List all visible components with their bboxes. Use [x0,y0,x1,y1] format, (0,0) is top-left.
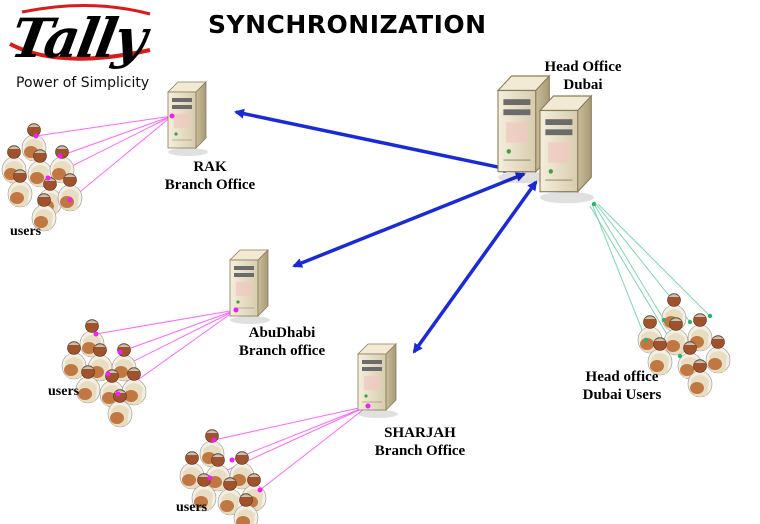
abudhabi-label-line1: AbuDhabi [248,325,316,341]
rak-users-label: users [10,224,42,239]
tally-logo-swoosh [9,4,151,61]
logo-tagline: Power of Simplicity [16,75,150,91]
abudhabi-users-group [61,319,147,428]
head-office-label-line1: Head Office [544,59,622,75]
head-users-label: Head office Dubai Users [564,368,680,404]
rak-connection-dots [33,113,175,203]
abudhabi-label: AbuDhabi Branch office [222,324,342,360]
head-office-label-line2: Dubai [563,77,603,93]
sharjah-users-label: users [176,500,208,515]
head-user-lines [589,203,711,357]
head-users-label-line1: Head office [585,369,659,385]
sharjah-label-line1: SHARJAH [384,425,456,441]
head-connection-dots [591,201,713,359]
sharjah-label: SHARJAH Branch Office [360,424,480,460]
sync-arrow-rak-head [234,108,514,174]
head-office-label: Head Office Dubai [528,58,638,94]
head-office-server [497,75,595,205]
rak-label: RAK Branch Office [150,158,270,194]
rak-server [167,81,209,157]
sync-arrow-abudhabi-head [292,172,526,268]
sharjah-server [357,343,399,419]
abudhabi-users-label: users [48,384,80,399]
diagram-title: SYNCHRONIZATION [208,10,487,39]
tally-logo: Tally [6,6,151,70]
abudhabi-label-line2: Branch office [238,343,326,359]
abudhabi-connection-dots [93,307,239,397]
sharjah-label-line2: Branch Office [374,443,466,459]
rak-label-line2: Branch Office [164,177,256,193]
sync-arrows [234,108,538,354]
sharjah-connection-dots [207,403,371,493]
head-users-label-line2: Dubai Users [582,387,662,403]
rak-label-line1: RAK [193,159,227,175]
sync-arrow-sharjah-head [412,180,538,354]
abudhabi-server [229,249,271,325]
abudhabi-user-lines [95,309,237,395]
rak-users-group [1,123,83,232]
